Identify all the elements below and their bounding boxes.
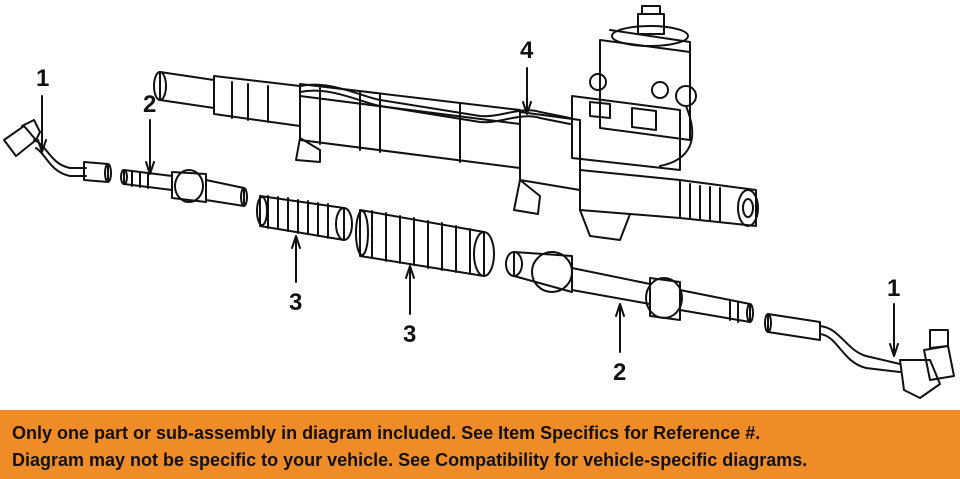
callout-2-right: 2 <box>613 359 626 386</box>
disclaimer-line-1: Only one part or sub-assembly in diagram… <box>12 423 761 443</box>
disclaimer-line-2: Diagram may not be specific to your vehi… <box>12 450 808 470</box>
callout-3-middle: 3 <box>403 321 416 348</box>
callout-1-right: 1 <box>887 275 900 302</box>
left-bellows-boot <box>256 195 353 241</box>
middle-bellows-boot <box>355 209 495 277</box>
callout-2-left: 2 <box>143 91 156 118</box>
steering-rack-housing <box>153 71 759 241</box>
disclaimer-banner: Only one part or sub-assembly in diagram… <box>0 410 960 479</box>
pinion-valve-body <box>571 5 697 171</box>
left-outer-tie-rod-end <box>3 119 112 183</box>
left-inner-tie-rod <box>120 169 248 207</box>
callout-3-left: 3 <box>289 289 302 316</box>
callout-4: 4 <box>520 37 534 64</box>
callout-1-left: 1 <box>36 65 49 92</box>
right-outer-tie-rod-end <box>764 313 955 399</box>
steering-rack-diagram: 1 2 3 3 4 2 1 <box>3 5 955 399</box>
right-inner-tie-rod <box>505 251 754 323</box>
callout-leaders <box>37 67 899 357</box>
